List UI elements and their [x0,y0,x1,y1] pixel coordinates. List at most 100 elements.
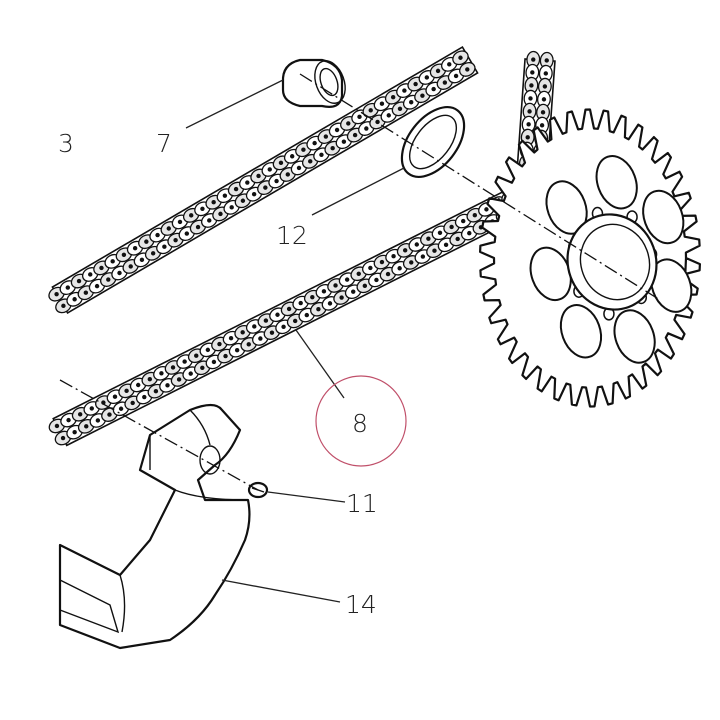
chain-pin [539,123,545,128]
chain-pin [426,236,431,241]
spacer-bush [281,58,346,108]
chain-pin [467,230,472,236]
chain-pin [153,388,159,394]
chain-pin [304,312,309,318]
chain-pin [256,173,261,179]
chain-pin [128,264,133,269]
chain-pin [117,270,122,276]
chain-pin [89,406,94,411]
chain-pin [420,93,425,98]
chain-pin [200,206,205,211]
chain-pin [374,277,379,283]
sprocket-hole [595,155,638,210]
chain-pin [95,418,101,423]
chain-guard [58,403,251,650]
callout-8: 8 [352,409,368,438]
chain-pin [159,371,164,376]
chain-pin [472,213,478,218]
chain-pin [409,100,414,105]
chain-pin [61,303,66,309]
chain-pin [531,57,536,62]
chain-pin [223,353,228,359]
chain-lower-run [48,185,528,447]
chain-pin [189,213,194,218]
chain-pin [339,295,344,300]
chain-pin [60,435,66,441]
chain-pin [319,152,324,157]
chain-pin [76,278,82,284]
chain-pin [414,242,419,247]
callout-14: 14 [345,590,377,619]
chain-pin [333,283,338,288]
chain-pin [334,127,340,133]
chain-pin [218,211,223,217]
chain-pin [173,237,178,243]
chain-pin [435,68,441,74]
chain-pin [542,84,548,89]
chain-pin [77,412,83,417]
chain-pin [527,109,532,114]
chain-pin [124,388,129,394]
chain-pin [162,244,167,249]
chain-pin [118,406,124,411]
chain-pin [228,335,234,341]
chain-pin [352,132,358,138]
chain-pin [449,224,454,230]
washer [400,106,466,178]
chain-pin [386,113,391,118]
chain-pin [275,312,280,317]
chain-pin [346,121,351,126]
chain-upper-run [48,45,479,315]
chain-pin [136,382,141,388]
highlight-circle [315,375,407,467]
chain-pin [240,198,246,203]
chain-pin [274,178,279,184]
chain-pin [447,62,452,67]
chain-pin [184,231,190,236]
sprocket-hole [642,189,685,245]
sprocket-hole [613,309,656,364]
chain-pin [54,291,59,297]
chain-pin [188,371,193,376]
chain-pin [72,297,77,302]
chain-pin [308,159,313,164]
chain-pin [130,400,135,406]
chain-pin [443,242,449,248]
chain-pin [155,232,160,238]
chain-pin [240,330,245,335]
chain-pin [289,154,295,159]
chain-pin [176,377,182,382]
chain-pin [207,218,212,223]
chain-pin [292,318,298,324]
chain-pin [229,205,234,210]
chain-pin [465,67,470,72]
chain-pin [351,289,356,294]
chain-pin [420,254,426,259]
chain-pin [321,289,327,294]
chain-pin [390,94,396,100]
chain-pin [72,429,77,435]
chain-pin [234,348,240,353]
chain-pin [121,252,127,257]
chain-pin [402,248,408,253]
chain-pin [484,207,489,212]
chain-pin [330,146,335,151]
rear-sprocket [479,108,701,408]
chain-pin [222,193,228,198]
chain-pin [83,290,89,295]
chain-pin [301,147,306,152]
chain-pin [251,191,257,197]
chain-pin [525,135,530,140]
chain-pin [139,257,145,263]
chain-pin [310,294,315,300]
chain-pin [99,265,104,271]
chain-pin [263,318,269,323]
chain-pin [258,336,263,341]
chain-pin [150,251,156,256]
sprocket-hole [559,304,603,359]
chain-pin [195,224,201,230]
chain-pin [461,218,466,224]
chain-pin [327,301,333,306]
chain-pin [177,219,183,225]
chain-pin [165,383,170,388]
